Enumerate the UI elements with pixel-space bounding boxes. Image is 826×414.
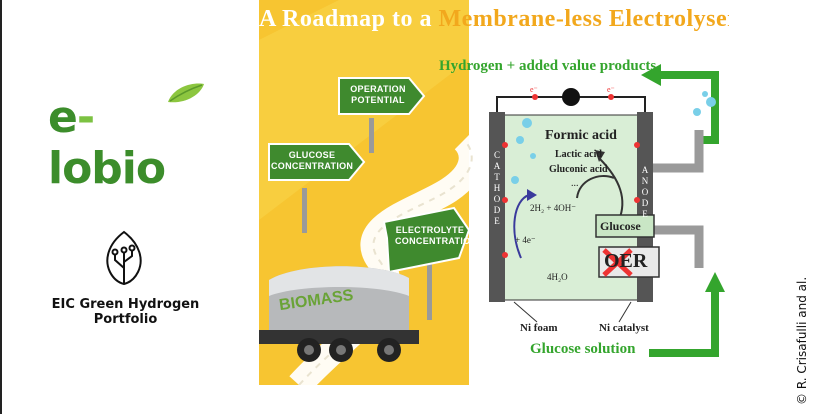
product-formic-acid: Formic acid bbox=[545, 128, 617, 143]
sign-operation-potential: Operation potential bbox=[350, 84, 406, 105]
poster-graphic bbox=[259, 0, 729, 385]
reaction-hydrogen: 2H₂ + 4OH⁻ bbox=[530, 203, 576, 213]
input-label: Glucose solution bbox=[530, 341, 636, 357]
plant-circuit-icon bbox=[106, 230, 142, 286]
poster-title: A Roadmap to a Membrane-less Electrolyse… bbox=[259, 6, 729, 32]
reaction-electrons: + 4e⁻ bbox=[515, 235, 536, 245]
sign-glucose-concentration: Glucose concentration bbox=[271, 150, 354, 171]
portfolio-label: EIC Green Hydrogen Portfolio bbox=[51, 297, 200, 327]
ni-foam-label: Ni foam bbox=[520, 322, 558, 334]
biomass-truck bbox=[259, 266, 419, 362]
ni-catalyst-label: Ni catalyst bbox=[599, 322, 649, 334]
logo-wordmark: e-lobio bbox=[48, 92, 166, 194]
cathode-label: CATHODE bbox=[493, 150, 501, 226]
roadmap-poster: A Roadmap to a Membrane-less Electrolyse… bbox=[259, 0, 729, 385]
oer-label: OER bbox=[604, 250, 648, 272]
electron-right: e⁻ bbox=[607, 85, 615, 94]
glucose-box-label: Glucose bbox=[600, 219, 641, 233]
leaf-icon bbox=[168, 83, 204, 103]
product-lactic-acid: Lactic acid bbox=[555, 149, 602, 160]
product-ellipsis: ... bbox=[571, 178, 579, 189]
product-gluconic-acid: Gluconic acid bbox=[549, 164, 608, 175]
anode-label: ANODE bbox=[641, 165, 649, 219]
sign-electrolyte-concentration: Electrolyte concentration bbox=[395, 225, 478, 246]
output-label: Hydrogen + added value products bbox=[439, 58, 657, 74]
photo-credit: © R. Crisafulli and al. bbox=[795, 276, 809, 405]
reaction-water: 4H₂O bbox=[547, 272, 568, 282]
e-lobio-logo: e-lobio bbox=[48, 82, 208, 194]
electron-left: e⁻ bbox=[530, 85, 538, 94]
